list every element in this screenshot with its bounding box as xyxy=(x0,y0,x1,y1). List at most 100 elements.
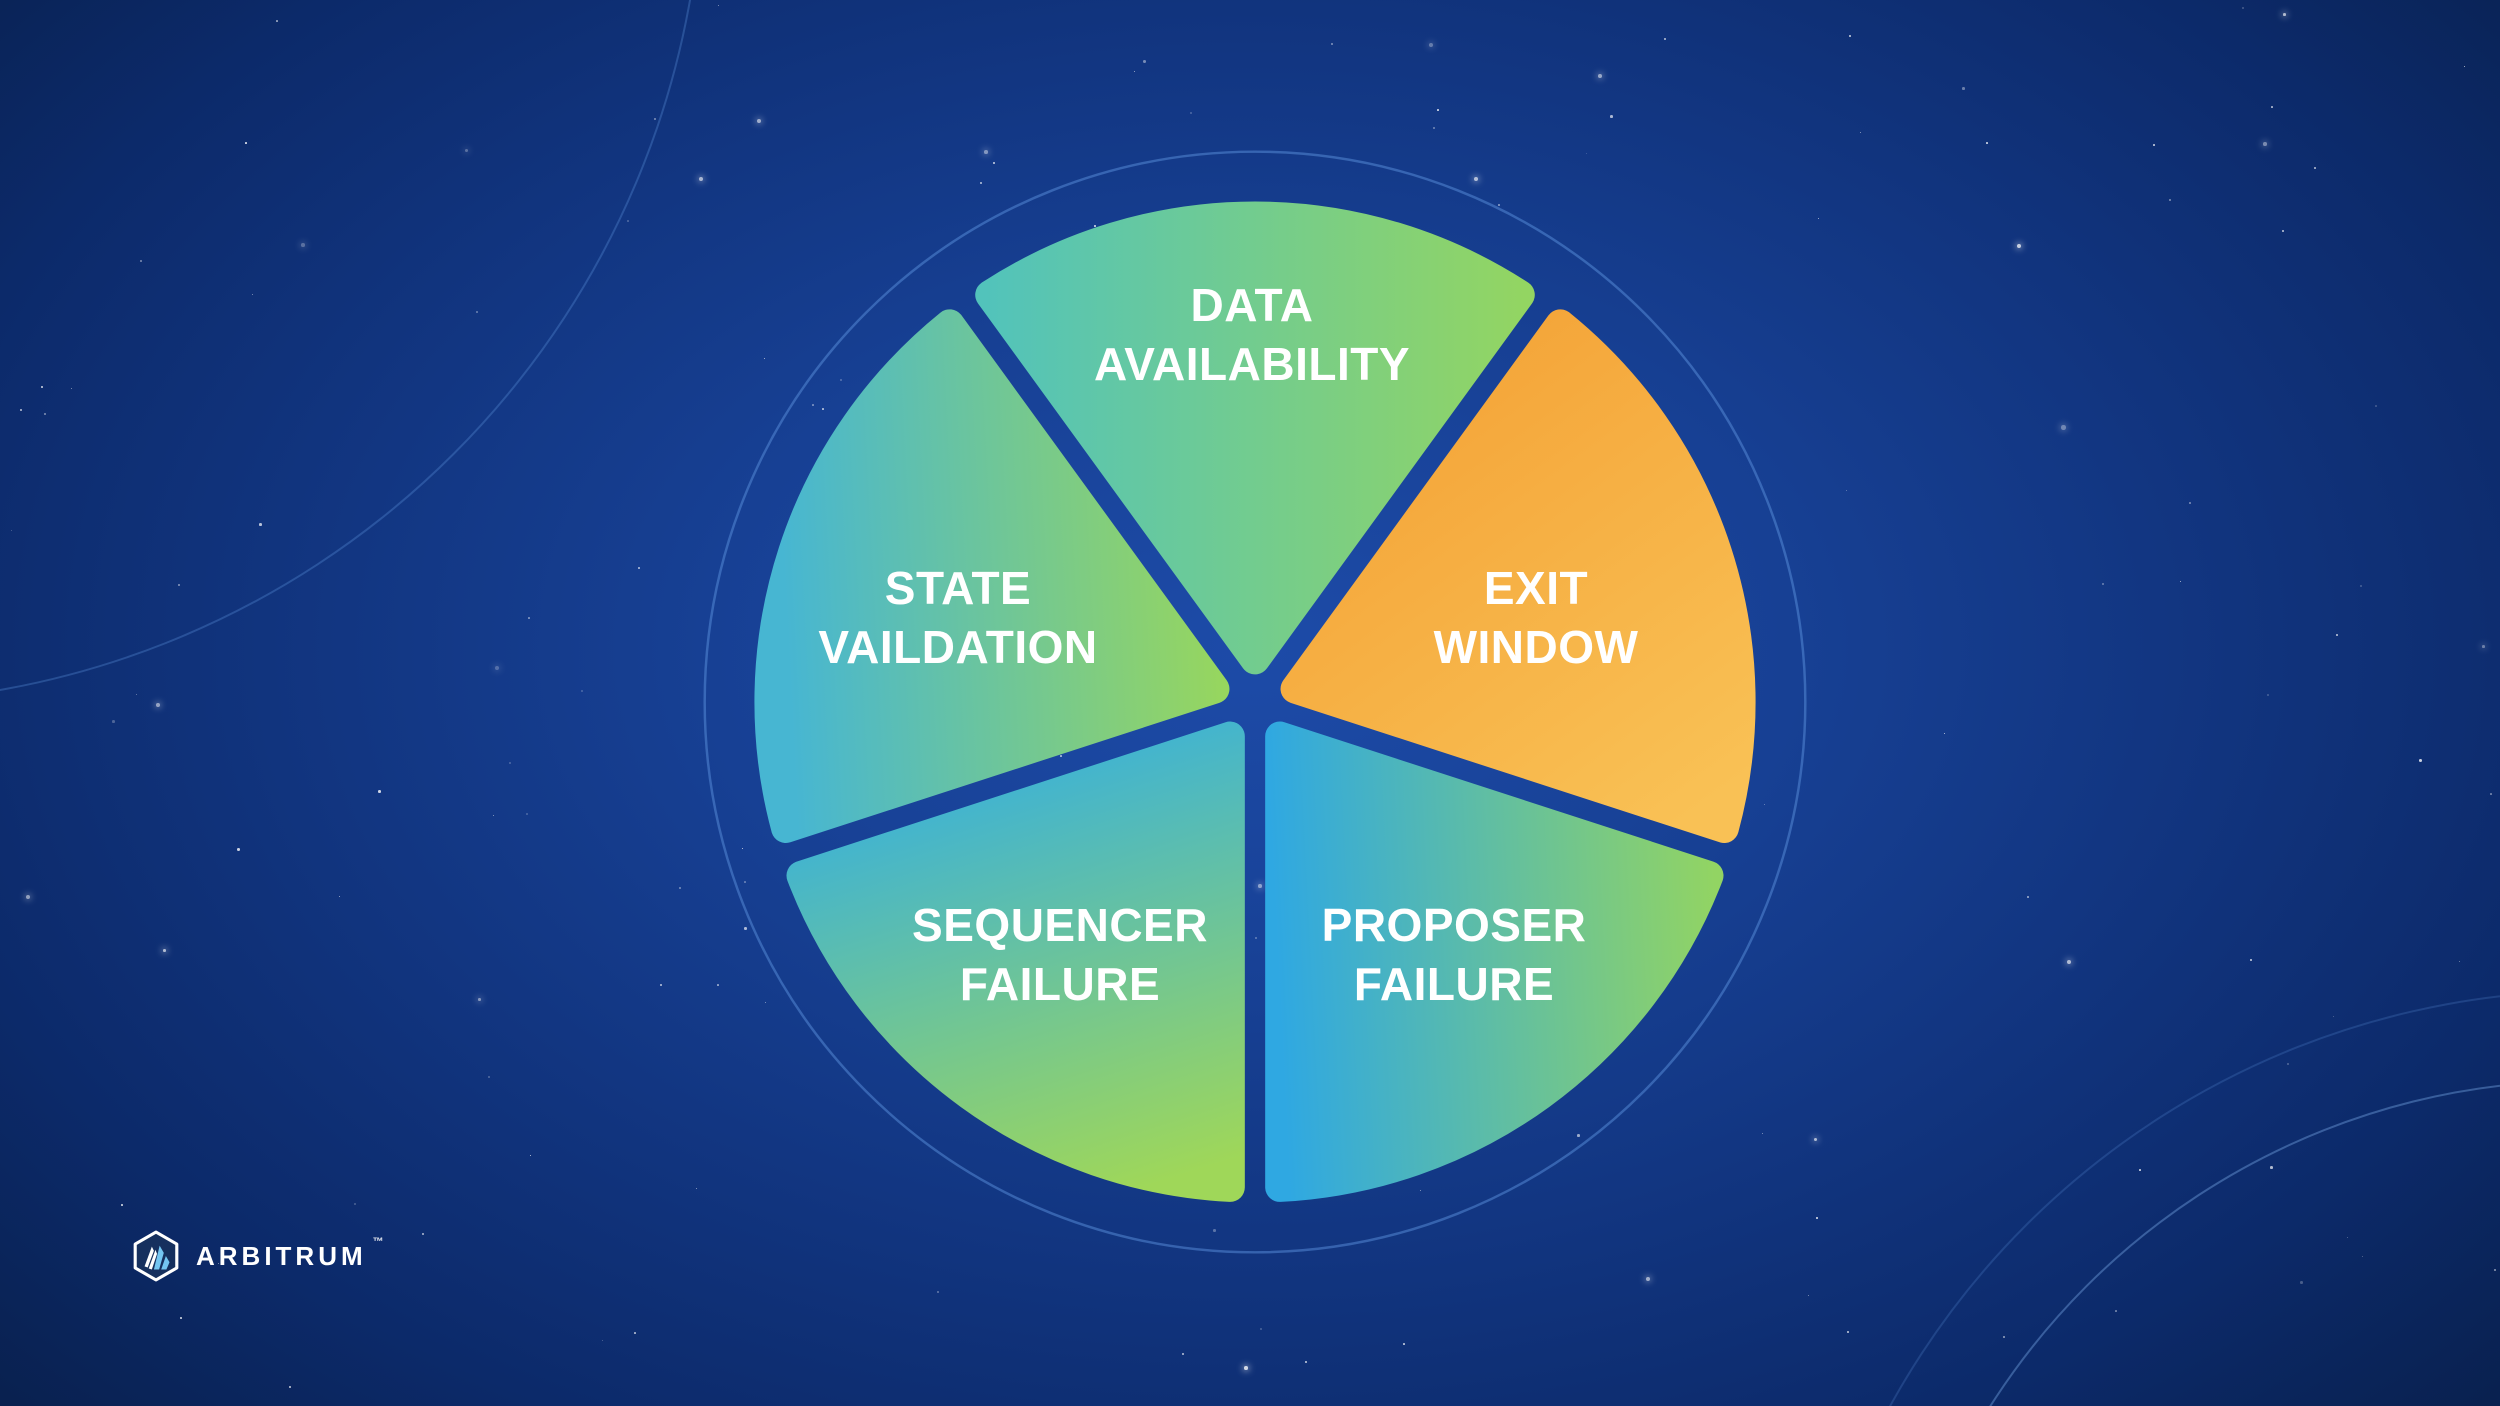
star-dot xyxy=(1258,884,1262,888)
slice-sequencer-failure xyxy=(786,721,1245,1202)
star-dot xyxy=(638,567,640,569)
star-dot xyxy=(2189,502,2191,504)
star-dot xyxy=(764,358,766,360)
star-dot xyxy=(276,20,278,22)
star-dot xyxy=(476,311,478,313)
star-dot xyxy=(2139,1169,2141,1171)
star-dot xyxy=(1134,71,1136,73)
star-dot xyxy=(2375,405,2377,407)
star-dot xyxy=(218,1263,220,1265)
star-dot xyxy=(422,1233,424,1235)
star-dot xyxy=(1331,43,1333,45)
star-dot xyxy=(2283,13,2286,16)
star-dot xyxy=(1849,35,1852,38)
star-dot xyxy=(1260,1328,1262,1330)
star-dot xyxy=(495,666,500,671)
star-dot xyxy=(718,5,720,7)
star-dot xyxy=(1420,1190,1422,1192)
slice-proposer-failure xyxy=(1265,721,1724,1202)
star-dot xyxy=(2180,581,2182,583)
star-dot xyxy=(840,379,843,382)
star-dot xyxy=(488,1076,490,1078)
star-dot xyxy=(71,388,73,390)
star-dot xyxy=(2017,244,2022,249)
star-dot xyxy=(1060,755,1062,757)
star-dot xyxy=(679,887,681,889)
star-dot xyxy=(993,162,995,164)
wheel-outline-ring xyxy=(703,150,1807,1254)
star-dot xyxy=(742,848,744,850)
star-dot xyxy=(2482,645,2485,648)
star-dot xyxy=(528,617,530,619)
star-dot xyxy=(2494,1269,2497,1272)
star-dot xyxy=(1586,153,1588,155)
star-dot xyxy=(252,294,254,296)
star-dot xyxy=(1190,112,1193,115)
star-dot xyxy=(1213,1229,1216,1232)
star-dot xyxy=(259,523,262,526)
star-dot xyxy=(2336,634,2338,636)
star-dot xyxy=(980,182,983,185)
trademark-symbol: ™ xyxy=(372,1236,384,1248)
star-dot xyxy=(602,1340,604,1342)
star-dot xyxy=(1143,60,1146,63)
star-dot xyxy=(1437,109,1439,111)
star-dot xyxy=(1244,1366,1248,1370)
star-dot xyxy=(180,1317,182,1319)
star-dot xyxy=(2267,694,2269,696)
star-dot xyxy=(1846,490,1848,492)
star-dot xyxy=(2300,1281,2303,1284)
slice-label-data-availability: DATA AVAILABILITY xyxy=(1093,279,1411,390)
star-dot xyxy=(493,815,495,817)
star-dot xyxy=(11,530,13,532)
star-dot xyxy=(526,813,528,815)
star-dot xyxy=(530,1155,532,1157)
star-dot xyxy=(1498,204,1500,206)
slice-label-state-validation: STATE VAILDATION xyxy=(818,562,1098,673)
star-dot xyxy=(1808,1295,1810,1297)
star-dot xyxy=(1429,43,1434,48)
star-dot xyxy=(1962,87,1965,90)
star-dot xyxy=(2003,1336,2005,1338)
star-dot xyxy=(1764,804,1766,806)
star-dot xyxy=(44,413,47,416)
star-dot xyxy=(1986,142,1988,144)
star-dot xyxy=(2419,759,2422,762)
star-dot xyxy=(1944,733,1946,735)
star-dot xyxy=(1433,127,1435,129)
star-dot xyxy=(121,1204,123,1206)
star-dot xyxy=(1816,1217,1818,1219)
star-dot xyxy=(2333,1016,2335,1018)
arbitrum-logo-icon xyxy=(133,1230,179,1282)
star-dot xyxy=(744,881,746,883)
star-dot xyxy=(2464,66,2466,68)
brand-lockup: ARBITRUM ™ xyxy=(130,1230,384,1282)
star-dot xyxy=(1646,1277,1650,1281)
star-dot xyxy=(1814,1138,1818,1142)
star-dot xyxy=(378,790,381,793)
star-dot xyxy=(41,386,44,389)
star-dot xyxy=(1474,177,1478,181)
star-dot xyxy=(26,895,31,900)
star-dot xyxy=(245,142,247,144)
slice-label-exit-window: EXIT WINDOW xyxy=(1433,562,1639,673)
star-dot xyxy=(2459,961,2461,963)
risk-wheel-graphic xyxy=(703,150,1807,1254)
star-dot xyxy=(289,1386,291,1388)
brand-name: ARBITRUM xyxy=(196,1240,367,1271)
star-dot xyxy=(136,694,137,695)
star-dot xyxy=(2347,1237,2349,1239)
star-dot xyxy=(2362,1256,2364,1258)
star-dot xyxy=(2115,1310,2117,1312)
star-dot xyxy=(717,984,719,986)
star-dot xyxy=(2027,896,2029,898)
star-dot xyxy=(1305,1361,1308,1364)
star-dot xyxy=(984,150,988,154)
star-dot xyxy=(2067,960,2072,965)
star-dot xyxy=(339,896,341,898)
star-dot xyxy=(20,409,22,411)
star-dot xyxy=(478,998,481,1001)
slice-state-validation xyxy=(754,309,1230,844)
star-dot xyxy=(156,703,160,707)
